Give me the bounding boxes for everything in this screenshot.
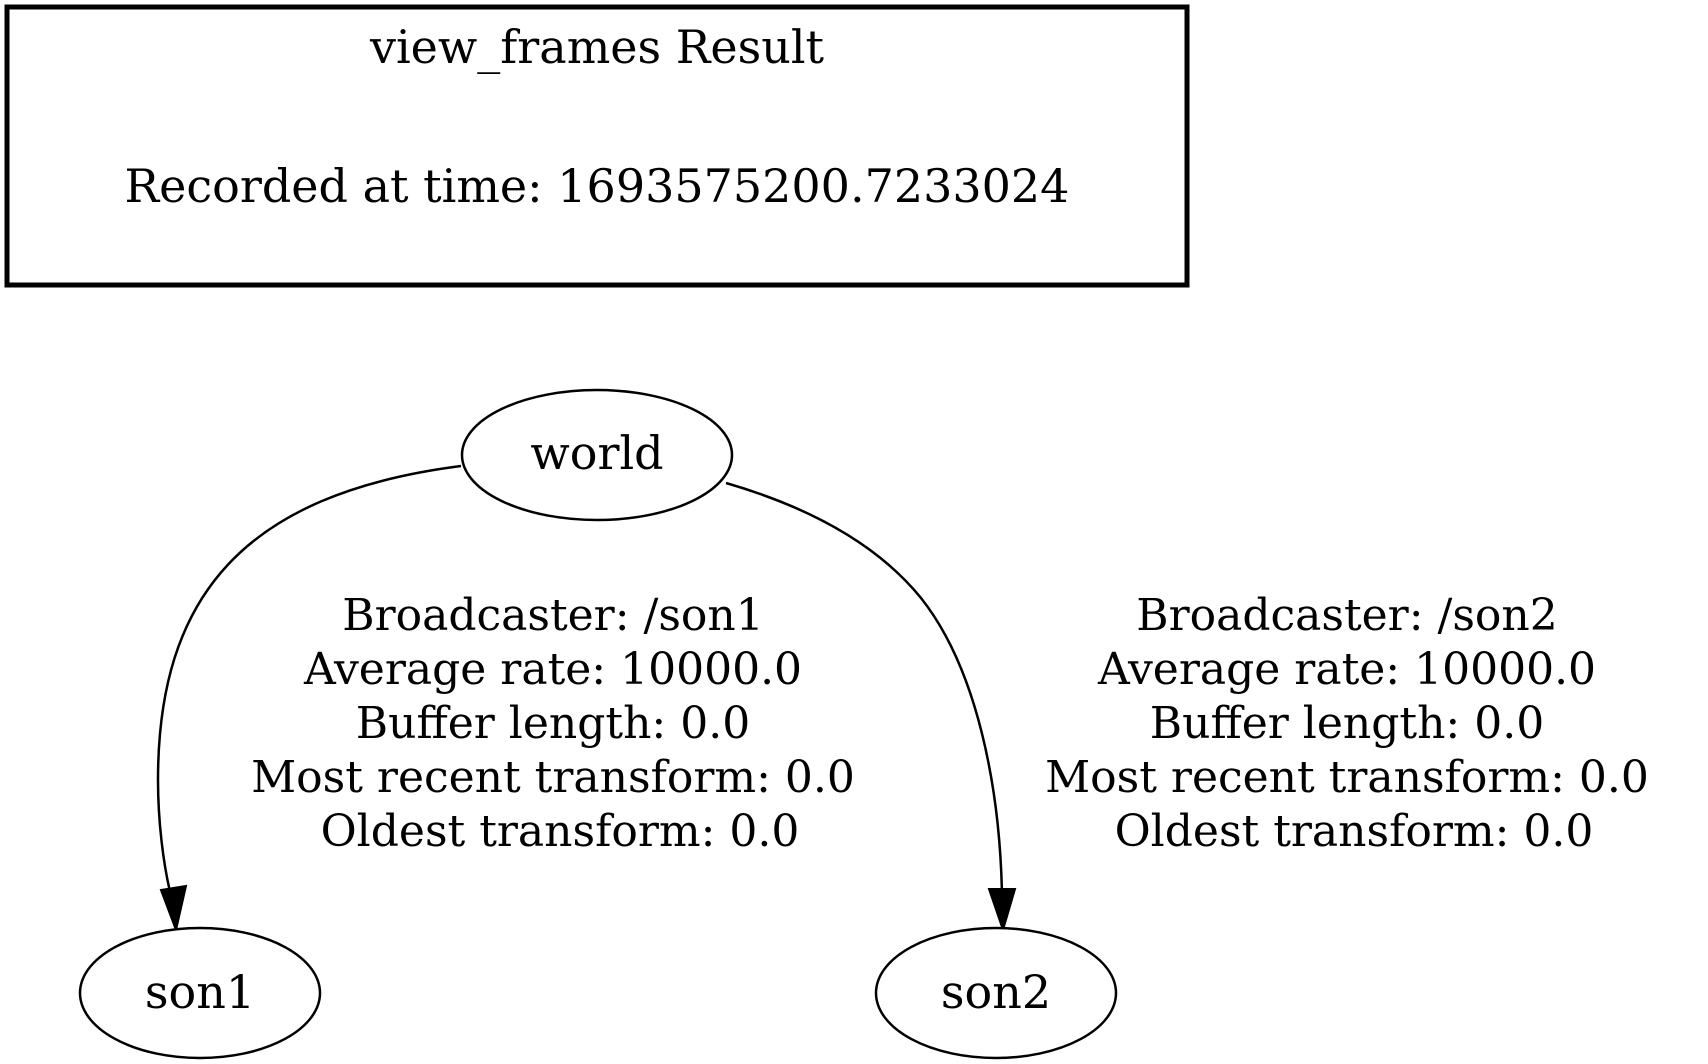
- node-son1[interactable]: son1: [78, 926, 322, 1060]
- legend-recorded-time: Recorded at time: 1693575200.7233024: [125, 159, 1070, 213]
- node-son1-label: son1: [145, 965, 255, 1019]
- edge-label-son1-line: Broadcaster: /son1: [342, 590, 764, 641]
- arrowhead-son2: [987, 888, 1017, 934]
- node-son2-label: son2: [941, 965, 1051, 1019]
- edge-world-son1: Broadcaster: /son1 Average rate: 10000.0…: [156, 464, 869, 934]
- edge-label-son2-line: Oldest transform: 0.0: [1115, 806, 1594, 857]
- node-world-shape: [460, 388, 734, 522]
- edge-label-son1: Broadcaster: /son1 Average rate: 10000.0…: [251, 590, 869, 857]
- edge-label-son2-line: Average rate: 10000.0: [1097, 644, 1596, 695]
- legend-title: view_frames Result: [369, 20, 825, 74]
- edge-line-world-son2: [725, 481, 1004, 896]
- node-world-label: world: [530, 426, 663, 480]
- legend-box: view_frames Result Recorded at time: 169…: [4, 4, 1190, 288]
- node-son2-shape: [874, 926, 1118, 1060]
- node-world[interactable]: world: [460, 388, 734, 522]
- edge-label-son2-line: Buffer length: 0.0: [1150, 698, 1544, 749]
- edge-line-world-son1: [156, 464, 462, 901]
- edge-label-son1-line: Buffer length: 0.0: [356, 698, 750, 749]
- arrowhead-son1: [159, 884, 188, 934]
- edge-label-son1-line: Most recent transform: 0.0: [251, 752, 855, 803]
- edge-label-son2-line: Most recent transform: 0.0: [1045, 752, 1649, 803]
- edge-label-son2-line: Broadcaster: /son2: [1136, 590, 1558, 641]
- legend-border: [4, 4, 1190, 288]
- node-son2[interactable]: son2: [874, 926, 1118, 1060]
- edge-label-son1-line: Oldest transform: 0.0: [321, 806, 800, 857]
- edge-label-son1-line: Average rate: 10000.0: [303, 644, 802, 695]
- node-son1-shape: [78, 926, 322, 1060]
- edge-world-son2: Broadcaster: /son2 Average rate: 10000.0…: [725, 481, 1663, 934]
- edge-label-son2: Broadcaster: /son2 Average rate: 10000.0…: [1045, 590, 1663, 857]
